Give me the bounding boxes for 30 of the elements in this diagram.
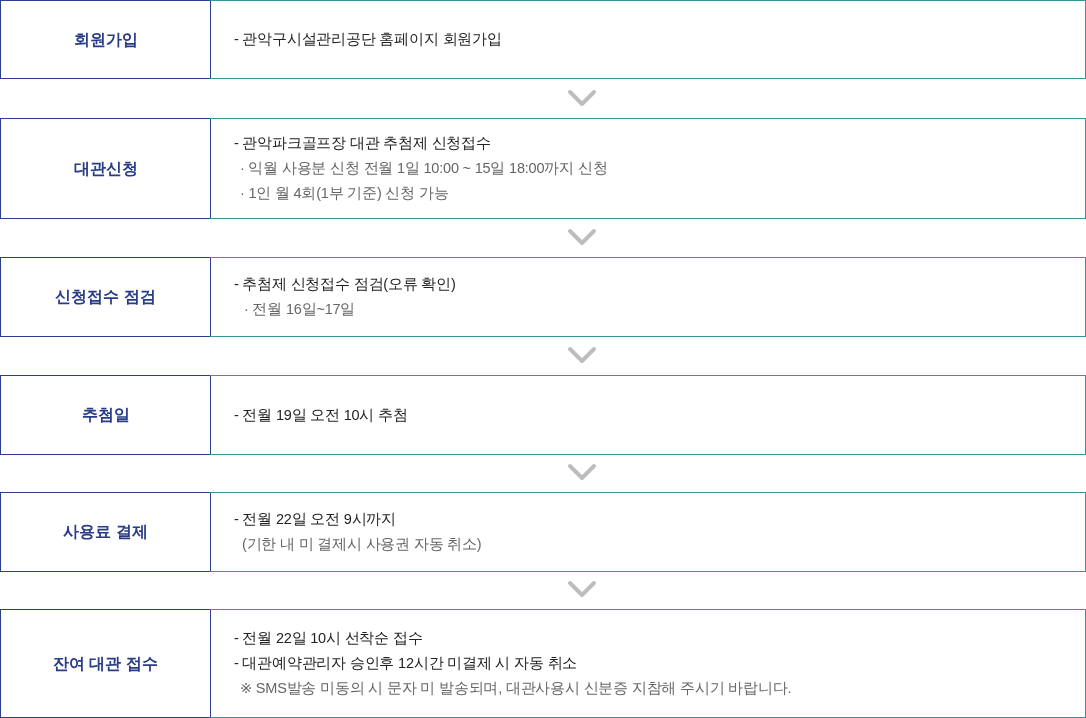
detail-text: - 관악구시설관리공단 홈페이지 회원가입 [234,30,502,49]
step-box [0,0,211,79]
step-title: 추첨일 [81,405,130,425]
note-text: · 1인 월 4회(1부 기준) 신청 가능 [240,184,449,203]
step-title: 회원가입 [73,29,138,50]
note-text: ※ SMS발송 미동의 시 문자 미 발송되며, 대관사용시 신분증 지참해 주시기 바랍니다. [240,679,792,698]
detail-text: - 대관예약관리자 승인후 12시간 미결제 시 자동 취소 [234,654,578,673]
step-title: 사용료 결제 [63,522,148,542]
detail-text: - 관악파크골프장 대관 추첨제 신청접수 [234,134,491,153]
note-text: · 전월 16일~17일 [244,300,356,319]
detail-box [210,257,1086,337]
note-text: (기한 내 미 결제시 사용권 자동 취소) [242,535,482,554]
detail-box [210,492,1086,572]
detail-text: - 추첨제 신청접수 점검(오류 확인) [234,275,456,294]
step-box [0,609,211,718]
detail-text: - 전월 19일 오전 10시 추첨 [234,405,408,425]
step-title: 잔여 대관 접수 [53,653,158,674]
note-text: · 익월 사용분 신청 전월 1일 10:00 ~ 15일 18:00까지 신청 [240,159,608,178]
step-box [0,118,211,219]
step-box [0,375,211,455]
detail-box [210,0,1086,79]
step-title: 대관신청 [73,158,138,179]
step-box [0,257,211,337]
step-title: 신청접수 점검 [55,287,156,307]
detail-text: - 전월 22일 오전 9시까지 [234,510,396,529]
detail-box [210,118,1086,219]
detail-box [210,609,1086,718]
detail-box [210,375,1086,455]
detail-text: - 전월 22일 10시 선착순 접수 [234,629,423,648]
step-box [0,492,211,572]
